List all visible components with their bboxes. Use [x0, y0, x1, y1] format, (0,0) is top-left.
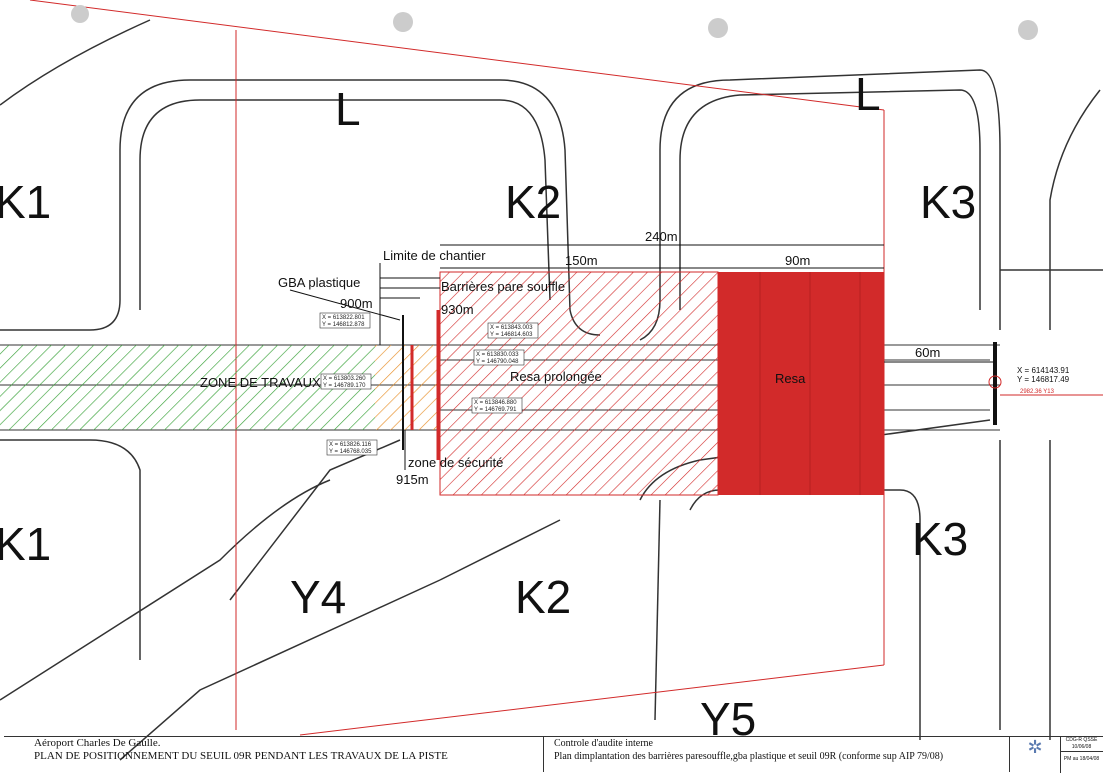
coord-x: X = 613803.260	[323, 376, 366, 382]
threshold-ref: 2982.36 Y13	[1020, 389, 1055, 395]
title-description: Plan dimplantation des barrières paresou…	[554, 751, 944, 762]
coord-y: Y = 146789.170	[323, 383, 366, 389]
title-airport: Aéroport Charles De Gaulle.	[34, 737, 161, 749]
zone-label-l-left: L	[335, 83, 361, 135]
reference-box: CDG-R QSSE 10/06/08 PM au 18/04/08	[1060, 736, 1103, 773]
label-gba-plastique: GBA plastique	[278, 275, 360, 290]
dimension-60m: 60m	[915, 345, 940, 360]
coord-x: X = 613830.033	[476, 352, 519, 358]
zone-label-y4: Y4	[290, 571, 346, 623]
logo-box: ✲	[1010, 736, 1061, 773]
title-block-right: Controle d'audite interne Plan dimplanta…	[544, 736, 1010, 772]
label-limite-chantier: Limite de chantier	[383, 248, 486, 263]
zone-label-k3-top: K3	[920, 176, 976, 228]
zone-label-k2-bottom: K2	[515, 571, 571, 623]
dimension-930m: 930m	[441, 302, 474, 317]
coord-y: Y = 146769.791	[474, 407, 517, 413]
label-barrieres: Barrières pare souffle	[441, 279, 565, 294]
coord-y: Y = 146790.048	[476, 359, 519, 365]
dimension-915m: 915m	[396, 472, 429, 487]
title-plan: PLAN DE POSITIONNEMENT DU SEUIL 09R PEND…	[34, 750, 448, 762]
taxiway-outlines	[0, 19, 1103, 761]
coord-x: X = 613822.801	[322, 315, 365, 321]
dimension-90m: 90m	[785, 253, 810, 268]
dimension-240m: 240m	[645, 229, 678, 244]
zone-label-k1-bottom: K1	[0, 518, 51, 570]
label-resa: Resa	[775, 371, 806, 386]
coord-x: X = 613826.116	[329, 442, 372, 448]
resa-grid	[759, 272, 861, 495]
coord-y: Y = 146814.603	[490, 332, 533, 338]
dimension-150m: 150m	[565, 253, 598, 268]
title-block-left: Aéroport Charles De Gaulle. PLAN DE POSI…	[4, 736, 544, 772]
coord-x: X = 613846.880	[474, 400, 517, 406]
coord-y: Y = 146812.878	[322, 322, 365, 328]
zone-label-k3-bottom: K3	[912, 513, 968, 565]
extended-resa-zone	[439, 271, 719, 496]
label-zone-travaux: ZONE DE TRAVAUX	[200, 375, 321, 390]
dimension-lines	[289, 244, 995, 470]
ref-code: CDG-R QSSE	[1065, 737, 1098, 743]
work-zone-green	[0, 345, 375, 430]
coordinate-boxes: X = 613822.801 Y = 146812.878 X = 613843…	[319, 312, 539, 456]
threshold-marker-icon	[988, 375, 1002, 389]
resa-zone	[718, 272, 884, 495]
zone-label-l-right: L	[855, 68, 881, 120]
work-zone-orange	[375, 345, 440, 430]
label-zone-securite: zone de sécurité	[408, 455, 503, 470]
threshold-x: X = 614143.91	[1017, 366, 1070, 375]
punch-holes	[71, 5, 1038, 40]
dimension-900m: 900m	[340, 296, 373, 311]
title-audit: Controle d'audite interne	[554, 738, 653, 749]
label-resa-prolongee: Resa prolongée	[510, 369, 602, 384]
zone-label-k2-top: K2	[505, 176, 561, 228]
threshold-y: Y = 146817.49	[1017, 375, 1070, 384]
ref-revision: PM au 18/04/08	[1060, 751, 1103, 766]
coord-x: X = 613843.003	[490, 325, 533, 331]
ref-date: 10/06/08	[1071, 744, 1092, 750]
zone-label-k1-top: K1	[0, 176, 51, 228]
coord-y: Y = 146768.035	[329, 449, 372, 455]
